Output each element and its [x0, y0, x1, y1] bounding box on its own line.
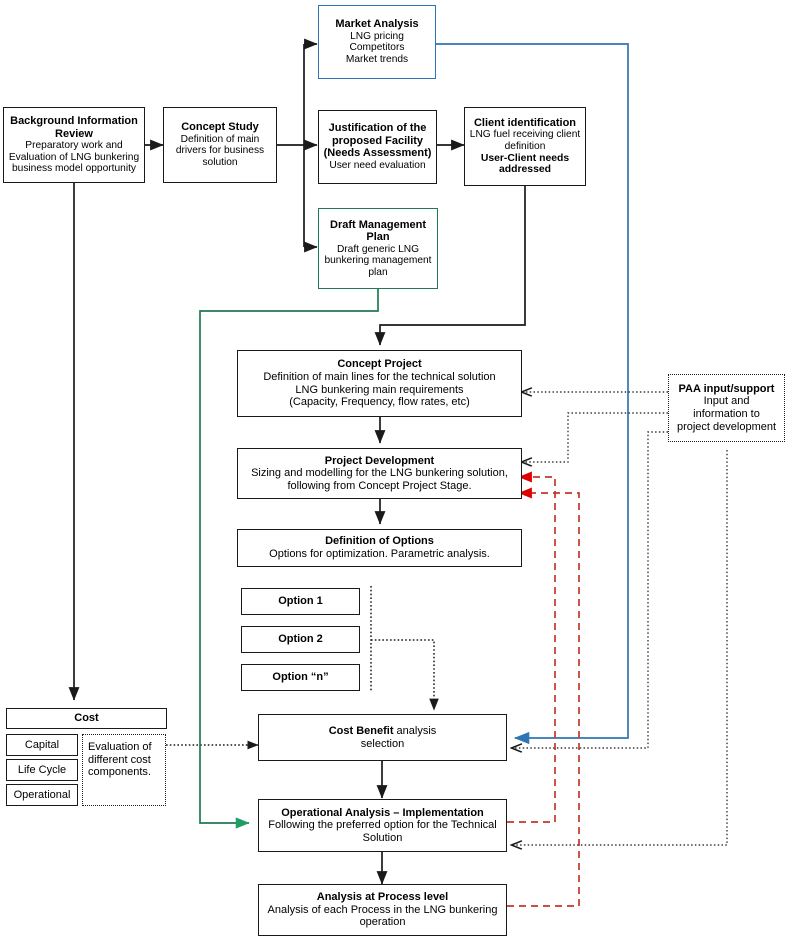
node-option-1[interactable]: Option 1: [241, 588, 360, 615]
node-label: Life Cycle: [17, 763, 67, 776]
node-option-2[interactable]: Option 2: [241, 626, 360, 653]
node-paa-input-support[interactable]: PAA input/support Input and information …: [668, 374, 785, 442]
node-title-line-1: Justification of the: [328, 122, 427, 135]
node-body-line-3: project development: [676, 420, 777, 433]
node-cost-capital[interactable]: Capital: [6, 734, 78, 756]
node-market-analysis[interactable]: Market Analysis LNG pricing Competitors …: [318, 5, 436, 79]
node-body: LNG fuel receiving client definition: [469, 129, 581, 152]
node-cost-life-cycle[interactable]: Life Cycle: [6, 759, 78, 781]
node-client-identification[interactable]: Client identification LNG fuel receiving…: [464, 107, 586, 186]
node-emphasis: User-Client needs addressed: [480, 152, 570, 176]
node-background-information-review[interactable]: Background Information Review Preparator…: [3, 107, 145, 183]
node-body-line-2: information to: [693, 408, 760, 420]
node-title: Analysis at Process level: [316, 891, 449, 904]
node-body: Preparatory work and Evaluation of LNG b…: [8, 140, 140, 175]
node-label: Cost: [74, 712, 99, 725]
node-title-rest: analysis: [393, 724, 437, 737]
node-body-line-2: operation: [359, 916, 406, 929]
node-draft-management-plan[interactable]: Draft Management Plan Draft generic LNG …: [318, 208, 438, 289]
node-analysis-at-process-level[interactable]: Analysis at Process level Analysis of ea…: [258, 884, 507, 936]
node-label: Option 2: [278, 633, 323, 646]
node-concept-study[interactable]: Concept Study Definition of main drivers…: [163, 107, 277, 183]
node-body: Options for optimization. Parametric ana…: [269, 548, 490, 560]
node-body: selection: [360, 737, 405, 750]
node-label: Option 1: [278, 595, 323, 608]
node-title-line-2: proposed Facility: [331, 134, 424, 147]
node-body-line-1: Analysis of each Process in the LNG bunk…: [267, 903, 498, 916]
note-cost-evaluation: Evaluation of different cost components.: [82, 734, 166, 806]
node-body-line-3: (Capacity, Frequency, flow rates, etc): [289, 396, 470, 409]
node-title: PAA input/support: [678, 382, 775, 395]
node-body: User need evaluation: [329, 159, 426, 171]
node-body-line-2: following from Concept Project Stage.: [287, 479, 472, 492]
node-body-line-2: Competitors: [349, 42, 405, 54]
node-label: Capital: [24, 738, 60, 751]
node-cost-header[interactable]: Cost: [6, 708, 167, 729]
node-title: Cost Benefit analysis: [329, 725, 437, 738]
node-option-n[interactable]: Option “n”: [241, 664, 360, 691]
node-title-strong: Cost Benefit: [328, 724, 394, 737]
node-cost-benefit-analysis[interactable]: Cost Benefit analysis selection: [258, 714, 507, 761]
node-body-line-1: Following the preferred option for the T…: [268, 819, 497, 832]
node-title: Project Development: [324, 454, 435, 467]
node-title-line-3: (Needs Assessment): [323, 147, 432, 160]
node-label: Option “n”: [272, 671, 329, 684]
node-title: Market Analysis: [335, 18, 419, 31]
node-concept-project[interactable]: Concept Project Definition of main lines…: [237, 350, 522, 417]
node-body: Draft generic LNG bunkering management p…: [324, 243, 432, 278]
node-body: Definition of main drivers for business …: [175, 133, 265, 169]
node-body-line-3: Market trends: [345, 54, 409, 66]
node-label: Operational: [13, 788, 71, 801]
node-title-line-1: Draft Management: [330, 218, 426, 231]
node-title: Definition of Options: [325, 535, 434, 548]
node-body-line-1: Sizing and modelling for the LNG bunkeri…: [251, 467, 508, 480]
node-title: Client identification: [473, 116, 577, 129]
node-title: Background Information Review: [10, 115, 138, 140]
node-title-line-2: Plan: [366, 231, 390, 244]
note-body: Evaluation of different cost components.: [88, 741, 152, 779]
node-cost-operational[interactable]: Operational: [6, 784, 78, 806]
node-body-line-2: Solution: [362, 831, 403, 844]
node-title: Concept Project: [337, 358, 422, 371]
node-body-line-1: LNG pricing: [350, 30, 404, 42]
node-justification-of-proposed-facility[interactable]: Justification of the proposed Facility (…: [318, 110, 437, 184]
node-operational-analysis-implementation[interactable]: Operational Analysis – Implementation Fo…: [258, 799, 507, 852]
node-project-development[interactable]: Project Development Sizing and modelling…: [237, 448, 522, 499]
node-title: Operational Analysis – Implementation: [281, 806, 484, 819]
node-body-line-1: Input and: [703, 395, 750, 408]
node-body-line-2: LNG bunkering main requirements: [295, 383, 464, 396]
node-body-line-1: Definition of main lines for the technic…: [263, 370, 496, 383]
node-title: Concept Study: [181, 121, 259, 134]
node-definition-of-options[interactable]: Definition of Options Options for optimi…: [237, 529, 522, 567]
